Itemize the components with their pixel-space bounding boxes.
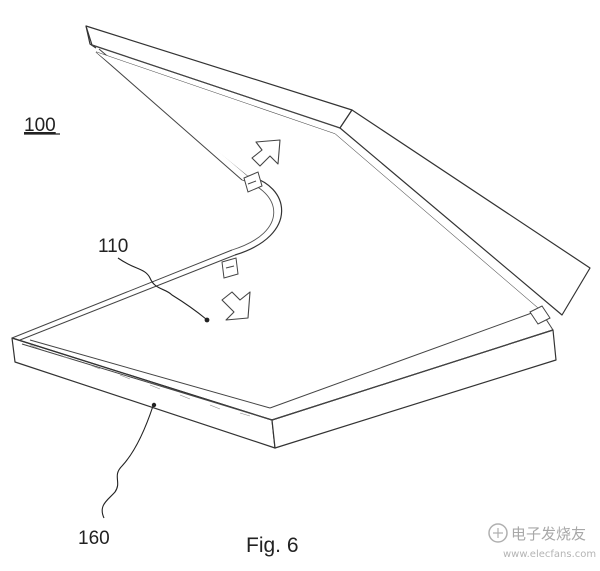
hinge-upper <box>243 171 263 193</box>
leader-line-display <box>117 257 207 320</box>
watermark: 电子发烧友 www.elecfans.com <box>488 523 596 560</box>
lower-rim-hatching <box>29 344 251 417</box>
watermark-text: 电子发烧友 <box>511 525 586 543</box>
hinge-right <box>529 305 551 325</box>
ref-label-device: 100 <box>24 115 56 136</box>
leader-dot-display <box>204 317 210 323</box>
leader-dot-housing <box>151 402 157 408</box>
ref-label-housing: 160 <box>78 528 110 549</box>
flexible-display-surface <box>30 52 540 408</box>
hinge-middle <box>221 257 239 279</box>
leader-line-housing <box>101 405 154 519</box>
watermark-url: www.elecfans.com <box>503 549 596 560</box>
watermark-logo-icon <box>488 523 508 543</box>
figure-caption: Fig. 6 <box>246 534 299 557</box>
ref-label-display: 110 <box>98 236 128 257</box>
arrow-down-right-icon <box>221 291 251 321</box>
upper-housing-back-edge <box>85 25 97 49</box>
arrow-up-right-icon <box>251 139 281 167</box>
upper-housing-side-face <box>339 109 591 316</box>
upper-housing <box>85 25 591 316</box>
